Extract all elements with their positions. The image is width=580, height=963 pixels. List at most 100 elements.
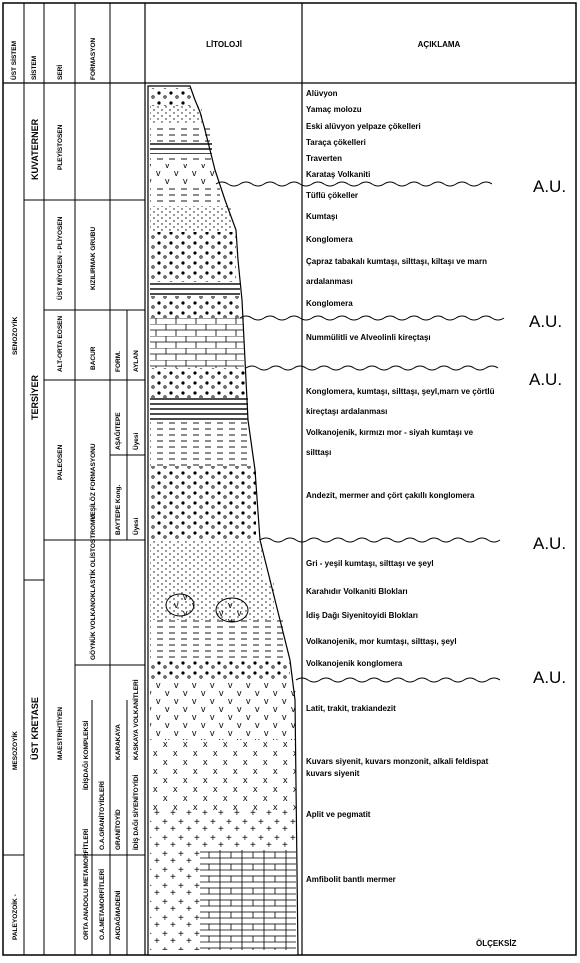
label-kaskaya: KASKAYA VOLKANİTLERİ: [132, 679, 140, 760]
label-oa-granitoyid: O.A.GRANİTOYİDLERİ: [98, 781, 106, 850]
desc-8: Kumtaşı: [306, 212, 338, 221]
label-maestrihtiyen: MAESTRİHTİYEN: [56, 707, 64, 760]
unit-conglomerate: [150, 232, 236, 282]
desc-28: Amfibolit bantlı mermer: [306, 875, 396, 884]
unconformity-2: [239, 315, 505, 321]
unit-purple-sandstone: [150, 620, 284, 660]
desc-23: Volkanojenik konglomera: [306, 659, 403, 668]
desc-6: Karataş Volkaniti: [306, 170, 370, 179]
desc-16: Volkanojenik, kırmızı mor - siyah kumtaş…: [306, 428, 474, 437]
unit-terrace: [150, 142, 212, 154]
unconformity-3: [245, 365, 499, 371]
label-idis-dagi: İDİŞ DAĞI SİYENİTOYİDİ: [131, 774, 140, 850]
label-pleistosen: PLEYİSTOSEN: [56, 124, 64, 170]
label-goynuk: GÖYNÜK VOLKANOKLASTİK OLİSTOSTROMU: [88, 515, 97, 660]
label-uyesi: Üyesi: [131, 432, 140, 450]
label-idisdagi: İDİŞDAĞI KOMPLEKSİ: [81, 720, 90, 790]
unconformity-5: [295, 677, 501, 683]
desc-4: Taraça çökelleri: [306, 138, 366, 147]
desc-26: kuvars siyenit: [306, 769, 360, 778]
scale-note: ÖLÇEKSİZ: [476, 939, 517, 948]
unit-mixed-clastics: [150, 368, 246, 398]
unit-aplite: [150, 810, 296, 850]
unit-alluvium: [150, 88, 192, 106]
unconformity-4: [259, 537, 501, 543]
unit-volcanogenic-sandstone: [150, 422, 250, 466]
desc-11: ardalanması: [306, 277, 353, 286]
label-form: FORM.: [115, 351, 122, 372]
desc-12: Konglomera: [306, 299, 353, 308]
desc-15: kireçtaşı ardalanması: [306, 407, 387, 416]
desc-13: Nummülitli ve Alveolinli kireçtaşı: [306, 333, 431, 342]
desc-3: Eski alüvyon yelpaze çökelleri: [306, 122, 421, 131]
unit-latite: [150, 680, 296, 740]
unit-travertine: [150, 154, 214, 164]
description-column: Alüvyon Yamaç molozu Eski alüvyon yelpaz…: [306, 89, 495, 884]
desc-17: silttaşı: [306, 448, 331, 457]
label-asagitepe: AŞAĞITEPE: [113, 412, 122, 450]
header-formasyon: FORMASYON: [90, 37, 97, 80]
unit-cross-bedded: [150, 282, 240, 296]
au-label-2: A.U.: [529, 312, 562, 331]
label-kararkaya: KARAKAYA: [115, 724, 122, 760]
label-yesiloz: YEŞİLÖZ FORMASYONU: [88, 443, 97, 520]
unit-amphibolite-marble: [200, 850, 296, 950]
desc-9: Konglomera: [306, 235, 353, 244]
label-tersiyer: TERSİYER: [30, 374, 40, 420]
unit-quartz-syenite: [150, 740, 296, 810]
lithology-column: [147, 85, 299, 956]
unit-karatas-volcanite: [150, 164, 216, 184]
unit-andesite-conglomerate: [150, 466, 256, 540]
desc-14: Konglomera, kumtaşı, silttaşı, şeyl,marn…: [306, 387, 495, 396]
label-granitoyid: GRANİTOYİD: [114, 809, 122, 850]
label-alt-orta-eosen: ALT-ORTA EOSEN: [57, 315, 64, 372]
label-ust-kretase: ÜST KRETASE: [30, 697, 40, 760]
label-mmbr: Üyesi: [131, 517, 140, 535]
unit-granitoid-lower: [150, 850, 200, 950]
desc-19: Gri - yeşil kumtaşı, silttaşı ve şeyl: [306, 559, 434, 568]
au-label-4: A.U.: [533, 534, 566, 553]
au-label-1: A.U.: [533, 177, 566, 196]
unconformity-1: [215, 181, 493, 187]
desc-25: Kuvars siyenit, kuvars monzonit, alkali …: [306, 757, 489, 766]
desc-24: Latit, trakit, trakiandezit: [306, 704, 396, 713]
desc-20: Karahıdır Volkaniti Blokları: [306, 587, 408, 596]
label-paleosen: PALEOSEN: [57, 444, 64, 480]
label-paleyozoik: PALEYOZOİK -: [11, 894, 19, 940]
unit-tuffaceous: [150, 184, 220, 206]
desc-27: Aplit ve pegmatit: [306, 810, 371, 819]
header-ust-sistem: ÜST SİSTEM: [9, 41, 18, 80]
unconformity-lines: [215, 181, 505, 683]
header-litoloji: LİTOLOJİ: [206, 40, 242, 49]
desc-7: Tüflü çökeller: [306, 191, 358, 200]
header-seri: SERİ: [56, 65, 64, 80]
au-label-5: A.U.: [533, 668, 566, 687]
unit-cherty-limestone: [150, 398, 248, 422]
label-kuvaterner: KUVATERNER: [30, 118, 40, 180]
desc-10: Çapraz tabakalı kumtaşı, silttaşı, kilta…: [306, 257, 487, 266]
block-karahidir-2: [215, 597, 249, 623]
label-bacur: BACUR: [90, 346, 97, 370]
unit-sandstone: [150, 206, 232, 232]
unit-slope-debris: [150, 106, 202, 124]
unit-conglomerate-2: [150, 296, 240, 318]
au-label-3: A.U.: [529, 370, 562, 389]
desc-18: Andezit, mermer and çört çakıllı konglom…: [306, 491, 475, 500]
label-oa-metamorfit: O.A.METAMORFİTLERİ: [98, 869, 106, 940]
label-orta-anadolu: ORTA ANADOLU METAMORFİTLERİ: [82, 829, 90, 940]
desc-2: Yamaç molozu: [306, 105, 362, 114]
label-aylan: AYLAN: [133, 350, 140, 372]
block-karahidir: [165, 593, 195, 617]
unit-volcanogenic-conglomerate: [150, 660, 290, 680]
desc-1: Alüvyon: [306, 89, 338, 98]
label-mezozoyik: MESOZOYİK: [11, 731, 19, 770]
desc-21: İdiş Dağı Siyenitoyidi Blokları: [306, 611, 418, 620]
label-ust-miyosen: ÜST MİYOSEN - PLİYOSEN: [55, 216, 64, 300]
unit-old-alluvium: [150, 124, 210, 142]
header-sistem: SİSTEM: [30, 56, 38, 80]
label-akdagmadeni: AKDAĞMADENİ: [113, 890, 122, 940]
unit-grey-green-sandstone: [150, 540, 262, 580]
label-senozoyik: SENOZOYİK: [11, 316, 19, 355]
